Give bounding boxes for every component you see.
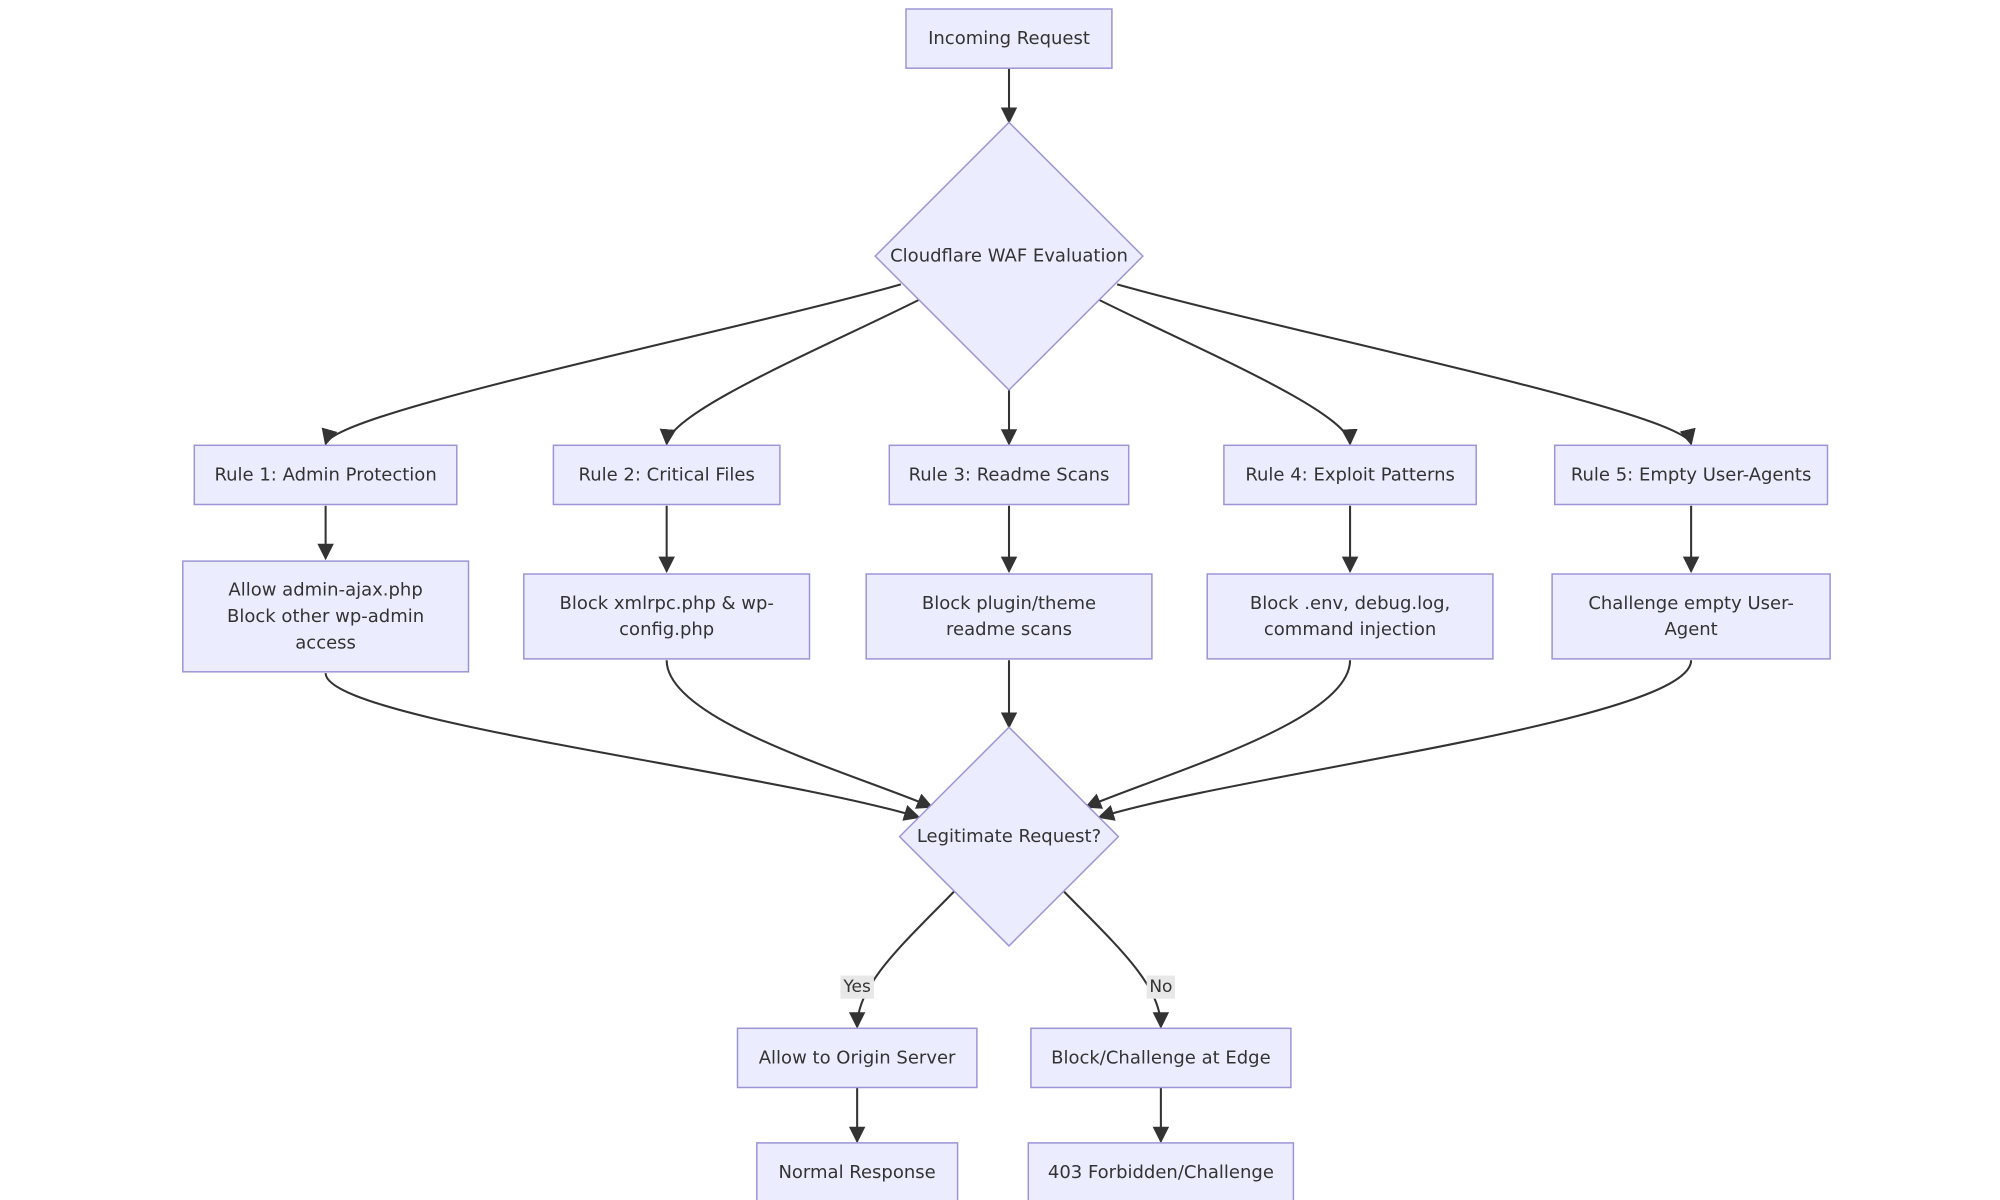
node-rule1: Rule 1: Admin Protection	[193, 444, 458, 506]
node-action4: Block .env, debug.log, command injection	[1206, 573, 1494, 660]
node-waf-shape	[874, 121, 1144, 392]
node-forbidden-label-line-1: 403 Forbidden/Challenge	[1048, 1162, 1274, 1183]
node-action3-shape	[865, 573, 1153, 660]
node-incoming-shape	[905, 8, 1113, 69]
node-rule4: Rule 4: Exploit Patterns	[1223, 444, 1477, 506]
node-action1-label-line-3: access	[295, 632, 356, 653]
node-rule3-shape	[888, 444, 1130, 506]
node-normal-shape	[756, 1142, 959, 1200]
edge-waf-rule5	[1116, 283, 1696, 446]
node-action5-label-line-2: Agent	[1664, 619, 1717, 640]
edge-label-no: No	[1146, 975, 1175, 999]
edge-labels-layer: Yes No	[840, 975, 1175, 999]
node-rule3: Rule 3: Readme Scans	[888, 444, 1130, 506]
node-action2-label-line-2: config.php	[619, 619, 714, 640]
node-block: Block/Challenge at Edge	[1030, 1027, 1292, 1089]
node-action1-label-line-2: Block other wp-admin	[227, 606, 424, 627]
node-legit-shape	[898, 726, 1120, 947]
node-forbidden-shape	[1027, 1142, 1295, 1200]
node-normal: Normal Response	[756, 1142, 959, 1200]
node-normal-label-line-1: Normal Response	[778, 1162, 935, 1183]
node-rule1-shape	[193, 444, 458, 506]
node-action1-shape	[182, 560, 470, 673]
node-waf-label-line-1: Cloudflare WAF Evaluation	[890, 246, 1128, 267]
node-block-label-line-1: Block/Challenge at Edge	[1051, 1047, 1271, 1068]
edge-waf-rule2	[659, 298, 920, 446]
node-rule2-shape	[552, 444, 781, 506]
edge-label-yes-text: Yes	[842, 977, 871, 997]
node-rule1-label-line-1: Rule 1: Admin Protection	[214, 464, 436, 485]
node-legit-label-line-1: Legitimate Request?	[917, 826, 1101, 847]
node-action3: Block plugin/theme readme scans	[865, 573, 1153, 660]
edge-action4-legit	[1084, 660, 1352, 809]
edge-label-yes-background	[840, 975, 874, 999]
edge-legit-block	[1062, 889, 1170, 1029]
edge-label-yes: Yes	[840, 975, 874, 999]
edge-action1-legit	[324, 672, 921, 821]
edge-waf-rule1	[321, 283, 902, 446]
node-action3-label-line-2: readme scans	[946, 619, 1072, 640]
edge-action5-legit	[1097, 660, 1693, 821]
node-allow-label-line-1: Allow to Origin Server	[759, 1047, 956, 1068]
node-block-shape	[1030, 1027, 1292, 1089]
node-legit: Legitimate Request?	[898, 726, 1120, 947]
node-forbidden: 403 Forbidden/Challenge	[1027, 1142, 1295, 1200]
node-allow: Allow to Origin Server	[736, 1027, 978, 1089]
edge-label-no-background	[1146, 975, 1175, 999]
edge-label-no-text: No	[1149, 977, 1172, 997]
node-rule4-label-line-1: Rule 4: Exploit Patterns	[1245, 464, 1455, 485]
node-rule5: Rule 5: Empty User-Agents	[1553, 444, 1829, 506]
node-action5: Challenge empty User- Agent	[1551, 573, 1831, 660]
node-action2-shape	[523, 573, 811, 660]
node-action4-label-line-1: Block .env, debug.log,	[1250, 593, 1450, 614]
node-action2: Block xmlrpc.php & wp-config.php	[523, 573, 811, 660]
node-waf: Cloudflare WAF Evaluation	[874, 121, 1144, 392]
edge-action2-legit	[665, 660, 934, 809]
node-action4-shape	[1206, 573, 1494, 660]
node-allow-shape	[736, 1027, 978, 1089]
node-action2-label-line-1: Block xmlrpc.php & wp-	[559, 593, 773, 614]
node-incoming: Incoming Request	[905, 8, 1113, 69]
node-action1-label-line-1: Allow admin-ajax.php	[228, 580, 422, 601]
edge-legit-allow	[848, 889, 956, 1029]
node-rule2-label-line-1: Rule 2: Critical Files	[579, 464, 755, 485]
node-action5-label-line-1: Challenge empty User-	[1588, 593, 1794, 614]
node-rule3-label-line-1: Rule 3: Readme Scans	[909, 464, 1110, 485]
node-rule5-label-line-1: Rule 5: Empty User-Agents	[1571, 464, 1812, 485]
node-action5-shape	[1551, 573, 1831, 660]
edges-layer	[317, 68, 1700, 1144]
node-rule2: Rule 2: Critical Files	[552, 444, 781, 506]
node-action4-label-line-2: command injection	[1264, 619, 1436, 640]
node-incoming-label-line-1: Incoming Request	[928, 28, 1090, 49]
edge-waf-rule4	[1098, 298, 1358, 446]
node-rule5-shape	[1553, 444, 1829, 506]
node-rule4-shape	[1223, 444, 1477, 506]
node-action3-label-line-1: Block plugin/theme	[922, 593, 1096, 614]
